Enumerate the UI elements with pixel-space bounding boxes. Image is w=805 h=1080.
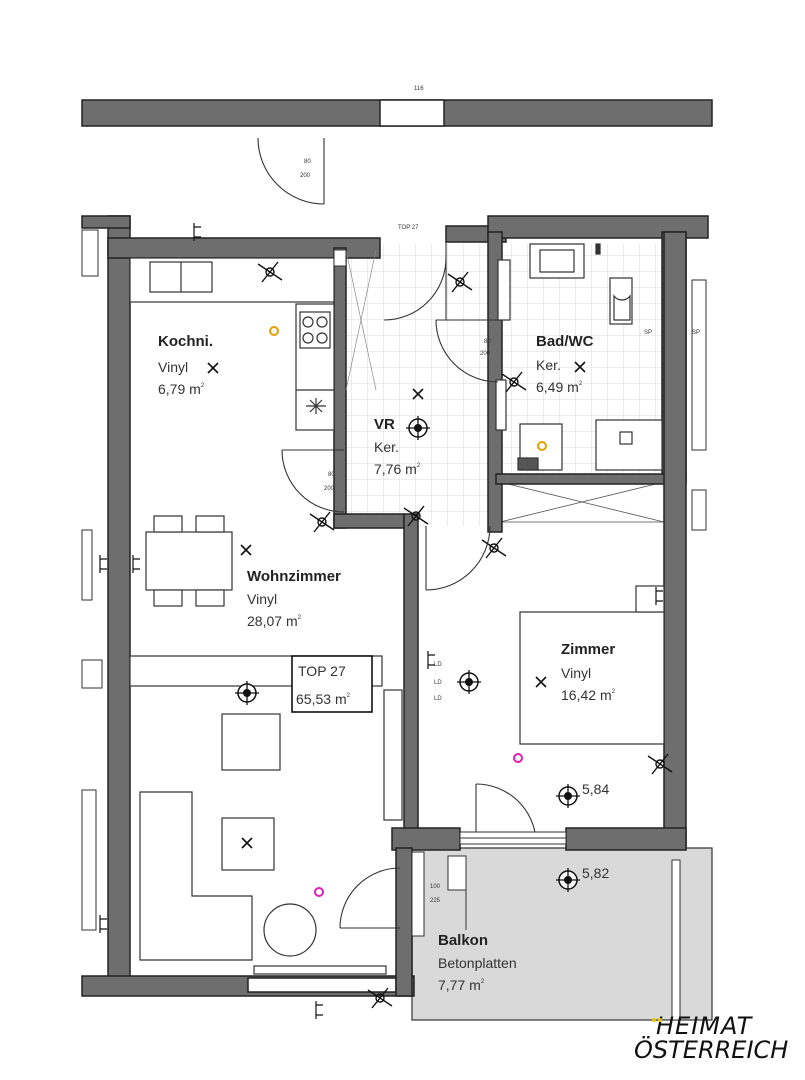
- heimat-oesterreich-logo: HEIMAT ÖSTERREICH: [634, 1012, 788, 1064]
- room-unit: m: [405, 461, 417, 477]
- wall-kitchen-bottom: [333, 513, 405, 529]
- switch-symbols: [257, 261, 673, 1009]
- area-exponent: 2: [201, 383, 205, 389]
- door-dim: 116: [414, 86, 424, 92]
- height-label: 5,84: [582, 781, 609, 797]
- gas-symbol: [269, 326, 279, 336]
- area-exponent: 2: [347, 693, 351, 699]
- wall-facade-upper: [391, 827, 461, 851]
- room-name: Wohnzimmer: [247, 568, 341, 585]
- room-name: Kochni.: [158, 333, 213, 350]
- svg-text:65,53 m2: 65,53 m2: [296, 691, 351, 707]
- drain-symbol: [537, 441, 547, 451]
- door-dim: 225: [430, 898, 441, 904]
- left-windows: [81, 229, 103, 931]
- area-exponent: 2: [612, 689, 616, 695]
- room-unit: m: [469, 977, 481, 993]
- room-area: 7,76: [374, 461, 401, 477]
- room-vorraum: VR Ker. 7,76 m2: [374, 416, 421, 477]
- wardrobe-divider: [333, 249, 347, 267]
- room-area: 6,79: [158, 381, 185, 397]
- unit-total-box: TOP 27 65,53 m2: [291, 655, 373, 713]
- sp-label: SP: [692, 330, 700, 336]
- room-name: Balkon: [438, 932, 488, 949]
- svg-text:6,79 m2: 6,79 m2: [158, 381, 205, 397]
- height-label: 5,82: [582, 865, 609, 881]
- room-wohnzimmer: Wohnzimmer Vinyl 28,07 m2: [247, 568, 341, 629]
- svg-text:28,07 m2: 28,07 m2: [247, 613, 302, 629]
- ld-label: LD: [434, 662, 442, 668]
- wall-living-right: [403, 513, 419, 835]
- dining-table: [145, 515, 233, 607]
- ld-label: LD: [434, 696, 442, 702]
- dimension-labels: 80 200 80 200 80 200 100 225 116 TOP 27 …: [300, 86, 700, 904]
- kitchen-counter: [129, 257, 335, 431]
- room-name: VR: [374, 416, 395, 433]
- area-exponent: 2: [579, 381, 583, 387]
- room-zimmer: Zimmer Vinyl 16,42 m2: [561, 641, 616, 703]
- smoke-detector-living: [314, 887, 324, 897]
- room-bad-wc: Bad/WC Ker. 6,49 m2: [536, 333, 594, 395]
- wall-bath-top: [487, 215, 709, 239]
- svg-text:6,49 m2: 6,49 m2: [536, 379, 583, 395]
- room-floor: Betonplatten: [438, 955, 517, 971]
- room-unit: m: [189, 381, 201, 397]
- room-area: 28,07: [247, 613, 282, 629]
- door-dim: 200: [300, 173, 311, 179]
- unit-unit: m: [335, 691, 347, 707]
- room-floor: Vinyl: [247, 591, 277, 607]
- smoke-detector-zimmer: [513, 753, 523, 763]
- room-unit: m: [600, 687, 612, 703]
- room-floor: Ker.: [374, 439, 399, 455]
- svg-text:16,42 m2: 16,42 m2: [561, 687, 616, 703]
- balcony-door: [411, 831, 567, 937]
- door-dim: 200: [480, 351, 491, 357]
- unit-tag: TOP 27: [398, 225, 419, 231]
- ld-label: LD: [434, 680, 442, 686]
- wall-facade-lower: [565, 827, 687, 851]
- room-floor: Ker.: [536, 357, 561, 373]
- door-dim: 80: [484, 339, 491, 345]
- sp-label: SP: [644, 330, 652, 336]
- logo-line1: HEIMAT: [656, 1012, 754, 1040]
- door-dim: 200: [324, 486, 335, 492]
- neighbor-walls: [691, 279, 707, 531]
- logo-dot: [658, 1018, 662, 1022]
- door-dim: 80: [304, 159, 311, 165]
- room-floor: Vinyl: [561, 665, 591, 681]
- svg-text:7,76 m2: 7,76 m2: [374, 461, 421, 477]
- door-dim: 80: [328, 472, 335, 478]
- zimmer-furniture: [519, 585, 665, 745]
- wall-left-outer: [107, 215, 131, 979]
- unit-area: 65,53: [296, 691, 331, 707]
- door-swings: [257, 137, 537, 929]
- logo-line2: ÖSTERREICH: [634, 1035, 788, 1064]
- wall-kitchen-vr: [333, 247, 347, 529]
- area-exponent: 2: [298, 615, 302, 621]
- shaft-area: [499, 481, 665, 523]
- room-balkon: Balkon Betonplatten 7,77 m2: [438, 932, 517, 993]
- room-area: 7,77: [438, 977, 465, 993]
- logo-dot: [652, 1018, 656, 1022]
- room-area: 6,49: [536, 379, 563, 395]
- unit-label: TOP 27: [298, 663, 346, 679]
- room-name: Zimmer: [561, 641, 615, 658]
- room-area: 16,42: [561, 687, 596, 703]
- room-unit: m: [567, 379, 579, 395]
- walls: [81, 99, 713, 997]
- balcony-railing: [671, 859, 681, 1021]
- door-dim: 100: [430, 884, 441, 890]
- area-exponent: 2: [417, 463, 421, 469]
- svg-text:7,77 m2: 7,77 m2: [438, 977, 485, 993]
- wall-bath-bottom: [495, 473, 687, 485]
- room-kochnische: Kochni. Vinyl 6,79 m2: [158, 333, 213, 397]
- bath-fixtures: [495, 243, 663, 471]
- room-unit: m: [286, 613, 298, 629]
- room-name: Bad/WC: [536, 333, 594, 350]
- area-exponent: 2: [481, 979, 485, 985]
- room-floor: Vinyl: [158, 359, 188, 375]
- wall-living-balcony: [395, 847, 413, 997]
